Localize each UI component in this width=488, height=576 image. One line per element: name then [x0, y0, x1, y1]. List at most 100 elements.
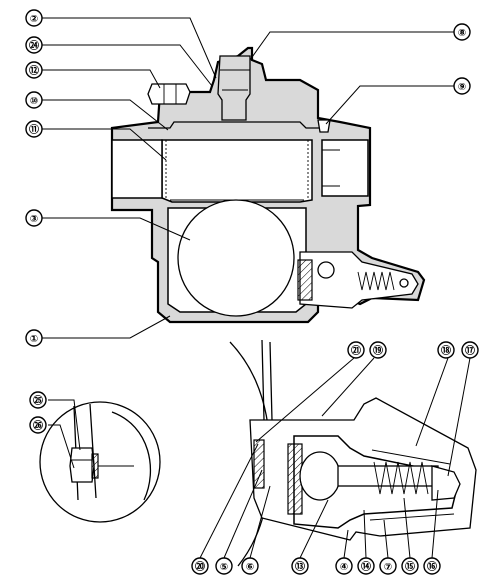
callout-11: ⑪	[25, 120, 43, 138]
cover-joint	[148, 121, 328, 129]
leader-19	[321, 357, 375, 417]
callout-25: ㉕	[29, 391, 47, 409]
leader-6	[249, 485, 271, 559]
leader-13	[299, 499, 329, 559]
callout-5: ⑤	[215, 557, 233, 575]
detail-wall	[261, 339, 273, 421]
callout-14-label: ⑭	[361, 560, 371, 573]
detail-tip	[431, 465, 461, 501]
callout-11-label: ⑪	[29, 123, 39, 136]
callout-26: ㉖	[29, 416, 47, 434]
callout-6: ⑥	[241, 557, 259, 575]
trap-body-section	[110, 46, 426, 324]
callout-7-label: ⑦	[384, 562, 392, 573]
callout-8-label: ⑧	[458, 28, 466, 39]
valve-stem-ball	[399, 278, 409, 288]
leader-7	[383, 519, 389, 559]
float-ball	[177, 199, 295, 317]
callout-14: ⑭	[357, 557, 375, 575]
callouts: ② ㉔ ⑫ ⑩ ⑪ ③ ① ⑧	[25, 9, 479, 575]
inset-nut	[69, 447, 95, 483]
callout-25-label: ㉕	[33, 394, 43, 407]
callout-16-label: ⑯	[427, 560, 437, 573]
callout-18-label: ⑱	[441, 344, 451, 357]
cover-bolt	[147, 83, 191, 105]
callout-24-label: ㉔	[29, 39, 39, 52]
callout-13: ⑬	[291, 557, 309, 575]
gasket-detail-inset	[39, 401, 161, 523]
inlet-port	[111, 139, 163, 199]
callout-3-label: ③	[30, 214, 38, 225]
callout-24: ㉔	[25, 36, 43, 54]
detail-ring	[253, 439, 265, 489]
callout-9-label: ⑨	[458, 82, 466, 93]
callout-20-label: ⑳	[195, 560, 205, 573]
callout-2-label: ②	[30, 14, 38, 25]
callout-2: ②	[25, 9, 43, 27]
callout-12-label: ⑫	[29, 64, 39, 77]
callout-21: ㉑	[347, 341, 365, 359]
leader-14	[363, 509, 367, 559]
inset-body-curve	[111, 411, 152, 501]
callout-19: ⑲	[369, 341, 387, 359]
leader-3	[42, 217, 191, 241]
leader-24	[42, 44, 213, 87]
callout-10-label: ⑩	[30, 96, 38, 107]
callout-4-label: ④	[340, 562, 348, 573]
callout-21-label: ㉑	[351, 344, 361, 357]
callout-19-label: ⑲	[373, 344, 383, 357]
leader-26	[48, 424, 75, 469]
leader-15	[403, 497, 411, 559]
leader-4	[343, 529, 349, 559]
callout-17: ⑰	[461, 341, 479, 359]
callout-26-label: ㉖	[33, 419, 43, 432]
callout-8: ⑧	[453, 23, 471, 41]
callout-17-label: ⑰	[465, 344, 475, 357]
leader-9	[325, 85, 454, 125]
leader-lines	[42, 17, 471, 559]
leader-11	[42, 128, 167, 161]
callout-10: ⑩	[25, 91, 43, 109]
upper-chamber	[161, 139, 313, 203]
callout-13-label: ⑬	[295, 560, 305, 573]
callout-4: ④	[335, 557, 353, 575]
callout-6-label: ⑥	[246, 562, 254, 573]
detail-spring	[373, 461, 429, 495]
callout-16: ⑯	[423, 557, 441, 575]
callout-18: ⑱	[437, 341, 455, 359]
inset-circle	[39, 401, 161, 523]
leader-2	[42, 17, 217, 79]
callout-1: ①	[25, 329, 43, 347]
callout-12: ⑫	[25, 61, 43, 79]
callout-5-label: ⑤	[220, 562, 228, 573]
leader-10	[42, 99, 169, 131]
valve-detail	[229, 339, 477, 567]
callout-9: ⑨	[453, 77, 471, 95]
outlet-port	[321, 139, 369, 197]
valve-seat	[297, 259, 313, 301]
leader-16	[431, 489, 439, 559]
leader-21	[255, 357, 355, 443]
callout-15: ⑮	[401, 557, 419, 575]
cover-plug	[217, 55, 251, 121]
valve-spring	[357, 271, 395, 291]
leader-12	[42, 69, 161, 89]
leader-1	[42, 315, 171, 339]
callout-3: ③	[25, 209, 43, 227]
leader-18	[415, 357, 449, 447]
leader-20	[199, 443, 259, 559]
callout-15-label: ⑮	[405, 560, 415, 573]
callout-7: ⑦	[379, 557, 397, 575]
callout-20: ⑳	[191, 557, 209, 575]
leader-25	[48, 399, 81, 451]
valve-disc	[317, 261, 335, 279]
detail-thread-top	[371, 449, 451, 465]
callout-1-label: ①	[30, 334, 38, 345]
detail-thread-bottom	[369, 513, 455, 521]
leader-5	[223, 469, 263, 559]
leader-17	[447, 357, 471, 477]
inset-washer	[91, 453, 99, 479]
leader-8	[249, 31, 454, 61]
detail-ball	[299, 451, 341, 501]
